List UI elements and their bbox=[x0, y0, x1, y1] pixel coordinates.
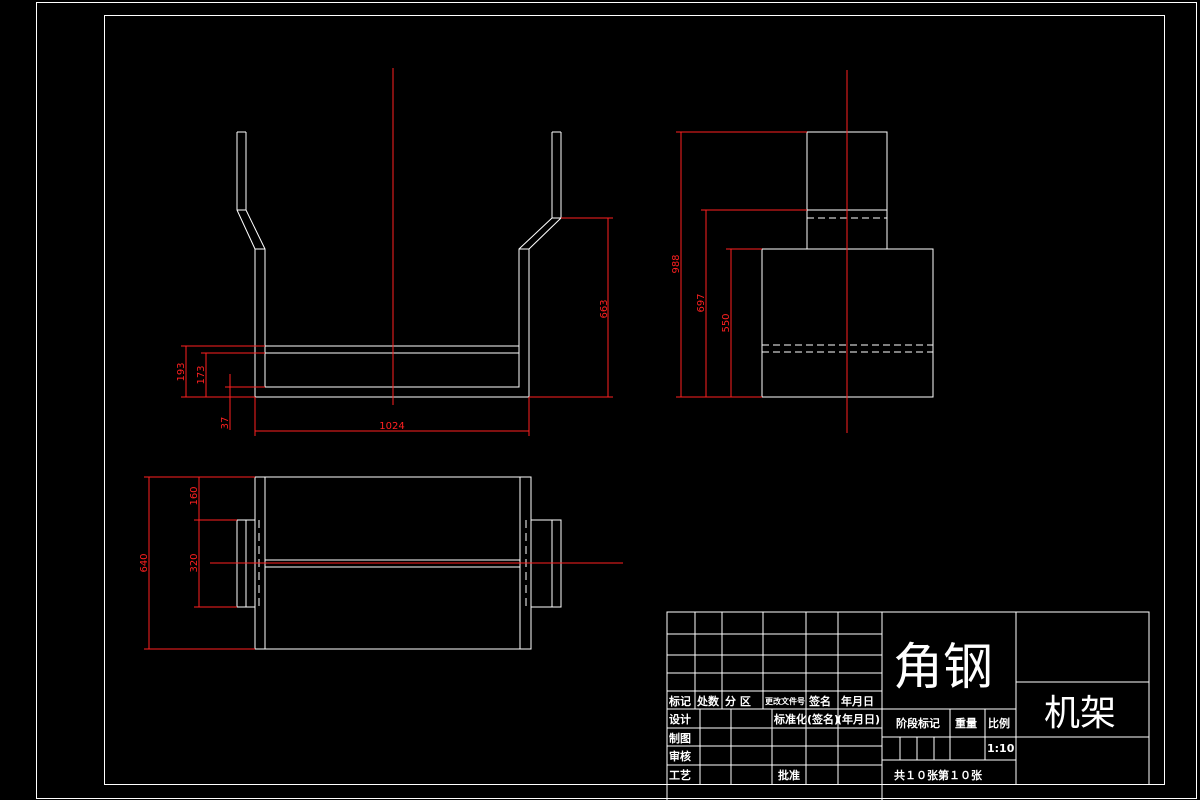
tb-header-mark: 标记 bbox=[668, 694, 691, 708]
dim-697-label: 697 bbox=[696, 293, 707, 312]
tb-row-standardization: 标准化(签名) bbox=[773, 712, 839, 726]
dim-640-label: 640 bbox=[139, 553, 150, 572]
title-block: 标记 处数 分 区 更改文件号 签名 年月日 设计 标准化(签名) (年月日) … bbox=[666, 611, 1150, 800]
tb-stage-mark: 阶段标记 bbox=[896, 716, 940, 730]
tb-sheet-count: 共１０张第１０张 bbox=[894, 768, 983, 782]
outer-border bbox=[36, 2, 1197, 799]
dim-37-label: 37 bbox=[220, 417, 231, 430]
dim-173-label: 173 bbox=[196, 365, 207, 384]
tb-row-drafting: 制图 bbox=[669, 731, 691, 745]
tb-row-design: 设计 bbox=[669, 712, 691, 726]
tb-row-review: 审核 bbox=[669, 749, 691, 763]
front-view-outer-profile bbox=[236, 132, 562, 398]
tb-scale-label: 比例 bbox=[988, 716, 1010, 730]
tb-header-date: 年月日 bbox=[841, 694, 874, 708]
tb-scale-value: 1:10 bbox=[987, 742, 1015, 755]
dim-320-label: 320 bbox=[189, 553, 200, 572]
tb-row-process: 工艺 bbox=[669, 768, 691, 782]
side-view: 988 697 550 bbox=[671, 70, 934, 433]
tb-assembly-name: 机架 bbox=[1044, 693, 1116, 734]
tb-row-approve: 批准 bbox=[778, 768, 800, 782]
dim-550-label: 550 bbox=[721, 313, 732, 332]
title-block-border bbox=[666, 611, 1150, 800]
front-view: 663 1024 193 173 37 bbox=[176, 68, 613, 436]
dim-988-label: 988 bbox=[671, 254, 682, 273]
dim-663-label: 663 bbox=[599, 299, 610, 318]
tb-header-zone: 分 区 bbox=[725, 694, 751, 708]
tb-part-name: 角钢 bbox=[893, 638, 993, 696]
tb-weight: 重量 bbox=[955, 716, 977, 730]
dim-193-label: 193 bbox=[176, 362, 187, 381]
dim-1024-label: 1024 bbox=[379, 421, 404, 432]
dim-160-label: 160 bbox=[189, 486, 200, 505]
tb-header-change-doc: 更改文件号 bbox=[765, 696, 805, 706]
top-view: 640 160 320 bbox=[139, 476, 623, 650]
front-view-inner-profile bbox=[245, 132, 553, 388]
tb-row-std-date: (年月日) bbox=[837, 712, 880, 726]
tb-header-signature: 签名 bbox=[808, 694, 831, 708]
inner-frame bbox=[104, 15, 1165, 785]
tb-header-count: 处数 bbox=[696, 694, 720, 708]
